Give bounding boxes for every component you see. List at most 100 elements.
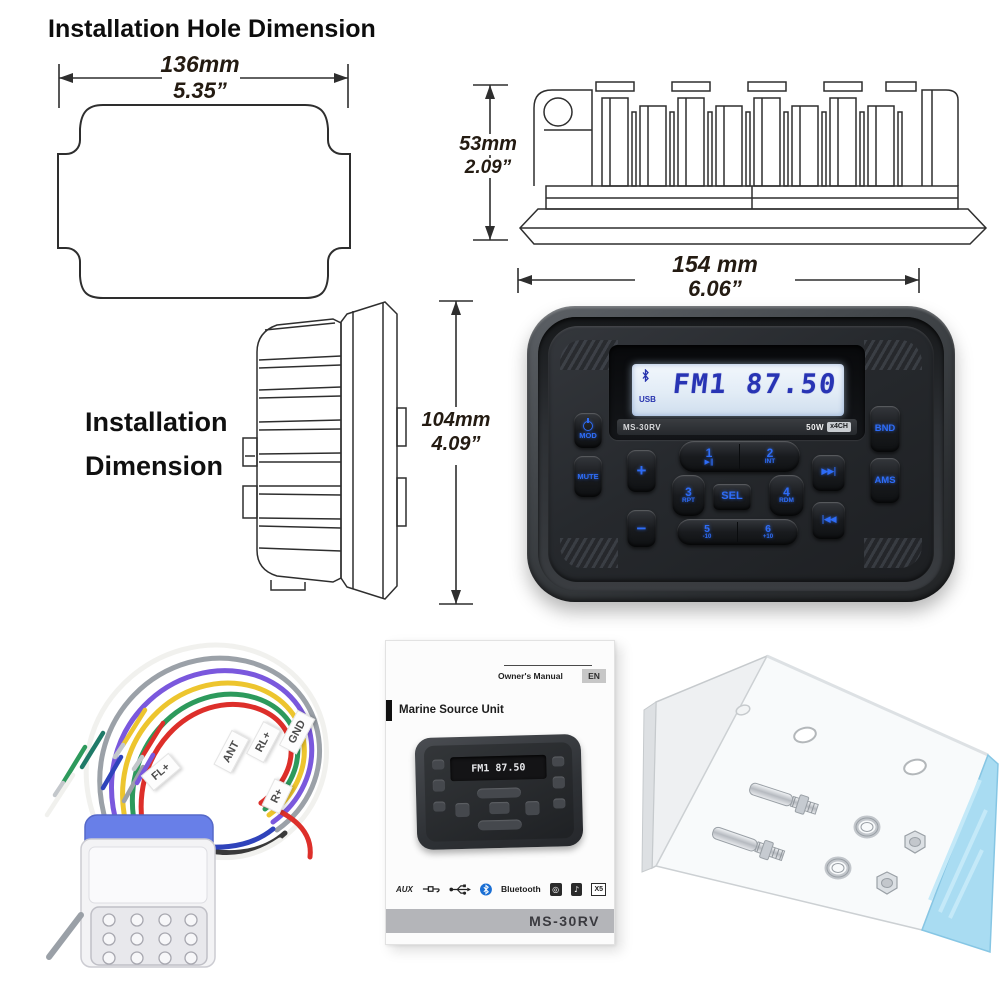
stud-bolt bbox=[749, 782, 819, 815]
music-format-icon: ♪ bbox=[570, 882, 583, 896]
select-button[interactable]: SEL bbox=[713, 484, 751, 510]
bluetooth-label: Bluetooth bbox=[501, 884, 541, 894]
owners-manual: Owner's Manual EN Marine Source Unit FM1… bbox=[385, 640, 615, 945]
washer bbox=[853, 815, 881, 839]
preset-6-button[interactable]: 6 +10 bbox=[738, 519, 798, 545]
mute-button-label: MUTE bbox=[577, 471, 599, 481]
unit-height-in: 2.09” bbox=[448, 158, 528, 178]
mode-button[interactable]: MOD bbox=[574, 413, 602, 448]
preset-3-button[interactable]: 3 RPT bbox=[672, 475, 705, 516]
x5-badge: X5 bbox=[591, 882, 607, 896]
mini-button bbox=[552, 756, 565, 767]
installation-dimension-line1: Installation bbox=[85, 407, 228, 437]
auto-memory-button[interactable]: AMS bbox=[870, 458, 900, 503]
mini-button bbox=[477, 819, 522, 831]
display-bar: MS-30RV 50W x4CH bbox=[617, 419, 857, 435]
manual-title: Marine Source Unit bbox=[399, 704, 504, 716]
auto-memory-button-label: AMS bbox=[874, 474, 896, 486]
random-label: RDM bbox=[779, 497, 794, 505]
unit-width-mm: 154 mm bbox=[635, 252, 795, 276]
band-button[interactable]: BND bbox=[870, 406, 900, 452]
usb-icon bbox=[449, 883, 472, 895]
display-recess: USB FM1 87.50 MS-30RV 50W x4CH bbox=[609, 345, 865, 440]
unit-height-mm: 53mm bbox=[448, 134, 528, 155]
preset-4-number: 4 bbox=[783, 484, 790, 499]
mini-button bbox=[432, 779, 445, 792]
plus-10-label: +10 bbox=[762, 534, 774, 541]
volume-up-label: + bbox=[636, 461, 647, 481]
mini-button bbox=[553, 798, 566, 809]
corner-grip bbox=[560, 538, 618, 568]
install-height-mm: 104mm bbox=[416, 410, 496, 431]
usb-indicator: USB bbox=[639, 395, 656, 404]
install-height-dimension-line bbox=[439, 300, 473, 605]
feature-icon-row: AUX Bluetooth ◎ ♪ X5 bbox=[396, 879, 607, 899]
preset-row-1: 1 ▶‖ 2 INT bbox=[679, 441, 800, 472]
install-height-in: 4.09” bbox=[416, 434, 496, 455]
preset-6-number: 6 bbox=[765, 522, 771, 535]
power-badges: 50W x4CH bbox=[806, 422, 851, 432]
power-rating-badge: 50W bbox=[806, 422, 825, 432]
preset-row-3: 5 -10 6 +10 bbox=[677, 519, 798, 545]
power-icon bbox=[583, 421, 593, 432]
title-tab bbox=[386, 700, 392, 721]
installation-dimension-line2: Dimension bbox=[85, 451, 224, 481]
manual-rule bbox=[504, 665, 592, 666]
language-badge: EN bbox=[582, 669, 606, 683]
page-title: Installation Hole Dimension bbox=[48, 15, 376, 43]
stud-bolt bbox=[711, 826, 786, 862]
lcd-display: USB FM1 87.50 bbox=[632, 364, 844, 416]
repeat-label: RPT bbox=[682, 497, 695, 505]
volume-down-label: − bbox=[636, 518, 647, 538]
channel-badge: x4CH bbox=[827, 422, 851, 432]
washer bbox=[824, 856, 852, 880]
preset-4-button[interactable]: 4 RDM bbox=[769, 475, 804, 516]
hole-width-in: 5.35” bbox=[120, 79, 280, 102]
intro-label: INT bbox=[764, 458, 776, 466]
previous-track-icon: |◀◀ bbox=[821, 514, 836, 525]
wiring-harness-photo bbox=[44, 642, 329, 968]
preset-2-button[interactable]: 2 INT bbox=[740, 441, 800, 472]
media-format-icon: ◎ bbox=[549, 882, 562, 896]
preset-2-number: 2 bbox=[766, 446, 774, 461]
preset-5-button[interactable]: 5 -10 bbox=[677, 519, 737, 545]
next-track-button[interactable]: ▶▶| bbox=[812, 455, 845, 491]
mode-button-label: MOD bbox=[579, 431, 597, 441]
manual-footer-band: MS-30RV bbox=[386, 909, 614, 933]
bluetooth-logo-icon bbox=[480, 883, 492, 895]
unit-rear-view-diagram bbox=[518, 81, 988, 245]
manual-cover-radio: FM1 87.50 bbox=[414, 733, 584, 851]
preset-1-button[interactable]: 1 ▶‖ bbox=[679, 441, 739, 472]
select-button-label: SEL bbox=[721, 490, 743, 503]
corner-grip bbox=[864, 538, 922, 568]
hole-cutout-diagram bbox=[57, 64, 351, 299]
minus-10-label: -10 bbox=[702, 534, 712, 541]
band-button-label: BND bbox=[874, 423, 896, 435]
unit-width-in: 6.06” bbox=[635, 277, 795, 300]
manual-cover-lcd: FM1 87.50 bbox=[450, 754, 547, 782]
manual-cover-radio-face: FM1 87.50 bbox=[423, 742, 575, 842]
previous-track-button[interactable]: |◀◀ bbox=[812, 502, 845, 539]
hex-nut bbox=[876, 871, 898, 895]
mini-button bbox=[432, 759, 445, 770]
mini-button bbox=[455, 802, 470, 818]
mini-button bbox=[433, 801, 446, 812]
frequency-readout: FM1 87.50 bbox=[671, 369, 839, 400]
aux-icon: AUX bbox=[396, 884, 413, 894]
aux-plug-icon bbox=[422, 886, 440, 893]
installation-dimension-label: Installation Dimension bbox=[85, 400, 228, 488]
mini-button bbox=[552, 776, 565, 789]
preset-1-number: 1 bbox=[705, 446, 713, 460]
radio-faceplate: USB FM1 87.50 MS-30RV 50W x4CH MOD MUTE … bbox=[527, 306, 955, 602]
preset-3-number: 3 bbox=[685, 484, 692, 499]
volume-down-button[interactable]: − bbox=[627, 510, 656, 547]
width-dimension-line bbox=[517, 268, 920, 293]
mute-button[interactable]: MUTE bbox=[574, 456, 602, 497]
play-pause-icon: ▶‖ bbox=[704, 458, 714, 466]
mini-button bbox=[476, 787, 522, 799]
owners-manual-label: Owner's Manual bbox=[498, 671, 563, 681]
corner-grip bbox=[864, 340, 922, 370]
next-track-icon: ▶▶| bbox=[821, 467, 836, 478]
volume-up-button[interactable]: + bbox=[627, 450, 656, 492]
